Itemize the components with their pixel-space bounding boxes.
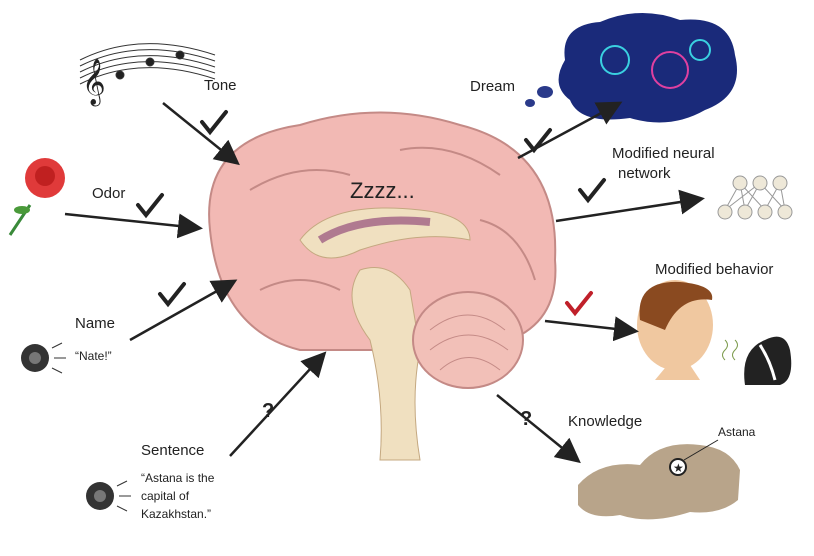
check-icon xyxy=(158,282,186,308)
checkmarks xyxy=(136,110,606,317)
rose-icon xyxy=(8,158,65,236)
network-line: network xyxy=(618,165,671,182)
label-behavior: Modified behavior xyxy=(655,261,774,278)
check-icon xyxy=(578,178,606,204)
check-icon xyxy=(136,193,164,219)
svg-text:𝄞: 𝄞 xyxy=(82,59,106,107)
neural-network-icon xyxy=(717,175,793,220)
map-label-astana: Astana xyxy=(718,425,756,439)
person-head-icon xyxy=(637,280,713,380)
label-tone: Tone xyxy=(204,77,237,94)
quote-line: “Astana is the xyxy=(141,471,215,485)
tone-arrow xyxy=(162,102,240,166)
skunk-icon xyxy=(722,336,792,385)
sleep-text: Zzzz... xyxy=(350,178,415,203)
name-quote: “Nate!” xyxy=(75,349,112,363)
label-dream: Dream xyxy=(470,78,516,95)
check-icon xyxy=(524,128,552,154)
speaker-icon xyxy=(86,480,131,512)
name-arrow xyxy=(129,279,238,342)
label-sentence: Sentence xyxy=(141,442,205,459)
music-notes-icon: 𝄞 xyxy=(79,43,216,107)
question-mark-knowledge: ? xyxy=(520,408,533,430)
behavior-arrow xyxy=(544,316,639,342)
network-line: Modified neural xyxy=(612,145,715,162)
sentence-quote: “Astana is the capital of Kazakhstan.” xyxy=(141,469,214,523)
label-knowledge: Knowledge xyxy=(568,413,643,430)
check-icon xyxy=(200,110,228,136)
quote-line: capital of xyxy=(141,489,190,503)
svg-text:★: ★ xyxy=(673,461,684,475)
network-arrow xyxy=(555,189,705,223)
question-mark-sentence: ? xyxy=(262,400,275,422)
sentence-arrow xyxy=(229,351,327,457)
brain-illustration xyxy=(208,111,557,461)
knowledge-arrow xyxy=(496,394,581,464)
dream-cloud-icon xyxy=(525,12,737,123)
kazakhstan-map-icon: ★ xyxy=(578,439,740,520)
odor-arrow xyxy=(64,212,203,239)
label-odor: Odor xyxy=(92,185,126,202)
label-name: Name xyxy=(75,315,116,332)
speaker-icon xyxy=(21,342,66,374)
check-red-icon xyxy=(565,291,593,317)
quote-line: Kazakhstan.” xyxy=(141,507,212,521)
label-network: Modified neural network xyxy=(612,144,715,184)
